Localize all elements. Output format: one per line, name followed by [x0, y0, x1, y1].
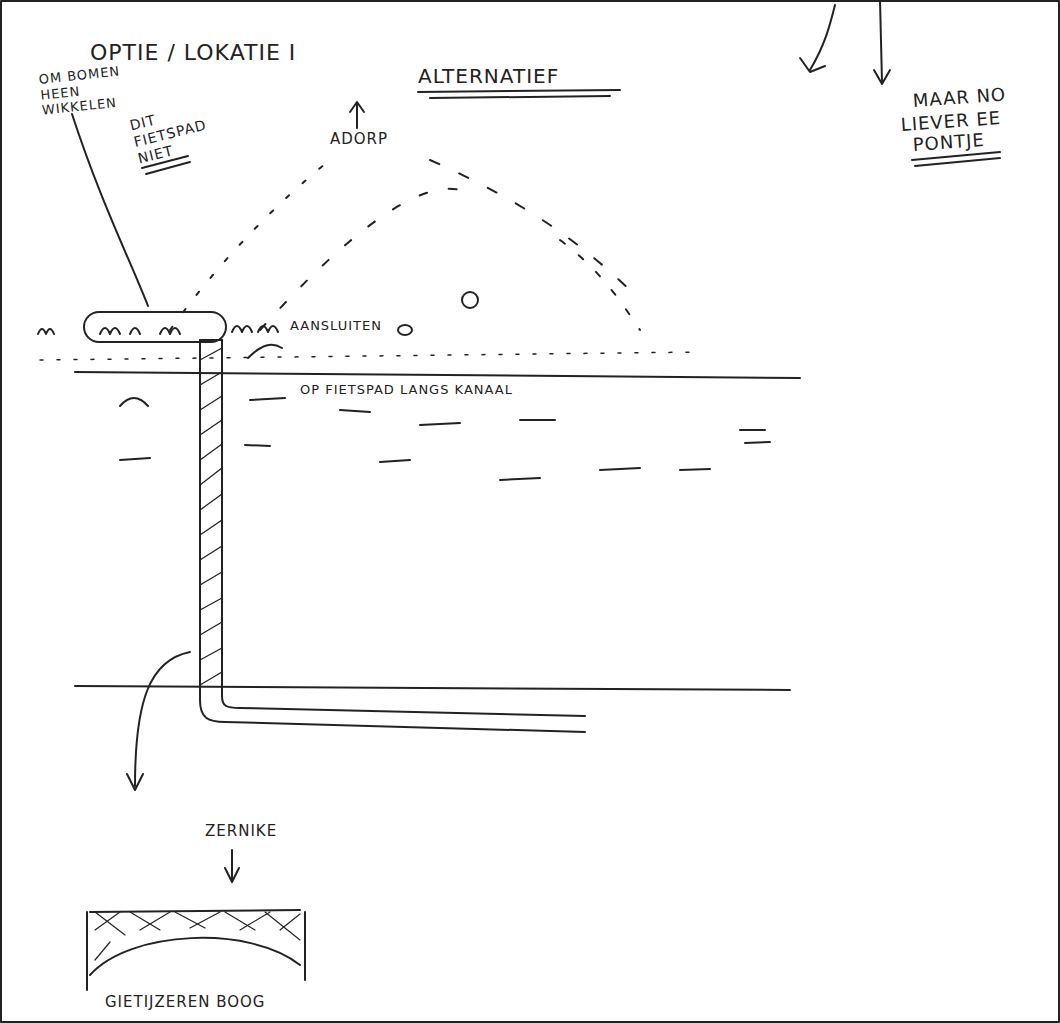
- place-name: ADORP: [330, 130, 388, 148]
- route-note: OM BOMEN HEEN WIKKELEN: [38, 62, 142, 119]
- bridge-note: GIETIJZEREN BOOG: [105, 993, 265, 1011]
- route-note: AANSLUITEN: [290, 318, 382, 334]
- option-note: ALTERNATIEF: [418, 64, 559, 88]
- route-note: OP FIETSPAD LANGS KANAAL: [300, 382, 513, 398]
- place-name: ZERNIKE: [205, 822, 277, 840]
- route-note: DIT FIETSPAD NIET: [128, 99, 218, 167]
- sketch-title: OPTIE / LOKATIE I: [90, 40, 296, 66]
- side-note: PONTJE: [912, 129, 986, 156]
